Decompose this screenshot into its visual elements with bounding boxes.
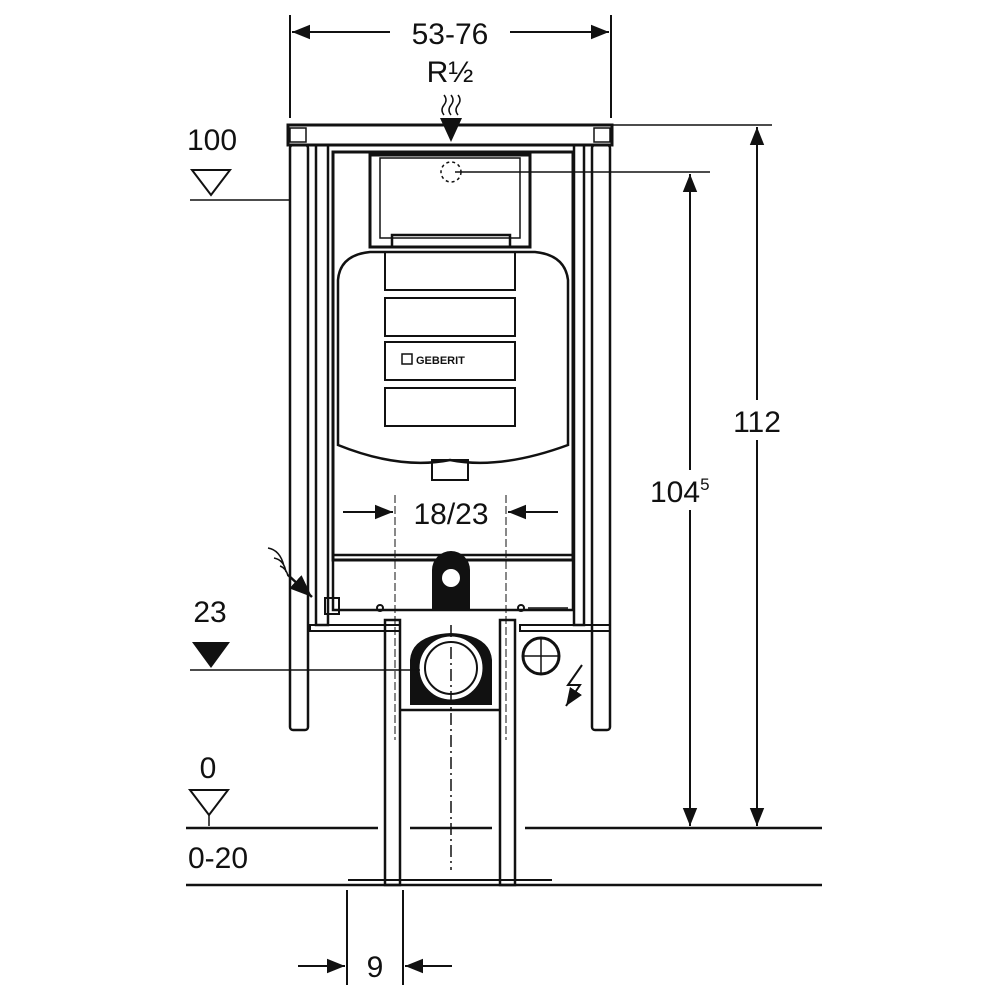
- svg-text:100: 100: [187, 124, 237, 157]
- level-marker-0: 0 0-20: [187, 752, 248, 875]
- svg-text:23: 23: [193, 596, 226, 629]
- brand-label: GEBERIT: [416, 355, 465, 367]
- water-inlet-arrow-icon: [440, 94, 462, 183]
- foot-width-dimension: 9: [298, 890, 452, 985]
- geberit-logo-icon: [401, 353, 413, 365]
- level-marker-100: 100: [187, 124, 237, 197]
- height-dimension-112: 112: [725, 127, 789, 826]
- flush-spacing-dimension: 18/23: [343, 495, 558, 740]
- level-marker-23: 23: [190, 596, 420, 671]
- drain-assembly: [267, 547, 583, 887]
- air-vent-icon: [267, 547, 289, 577]
- height-dimension-104-5: 1045: [648, 174, 736, 826]
- cistern: GEBERIT: [309, 150, 611, 632]
- electric-icon: [565, 664, 583, 707]
- svg-text:0: 0: [200, 752, 217, 785]
- svg-text:1045: 1045: [650, 475, 710, 509]
- width-dimension-label: 53-76: [412, 18, 489, 51]
- svg-text:9: 9: [367, 951, 384, 984]
- width-dimension: 53-76 R½: [289, 15, 612, 118]
- svg-text:112: 112: [733, 406, 781, 439]
- water-inlet-label: R½: [427, 56, 474, 89]
- flush-spacing-label: 18/23: [413, 498, 488, 531]
- floor-range-label: 0-20: [188, 842, 248, 875]
